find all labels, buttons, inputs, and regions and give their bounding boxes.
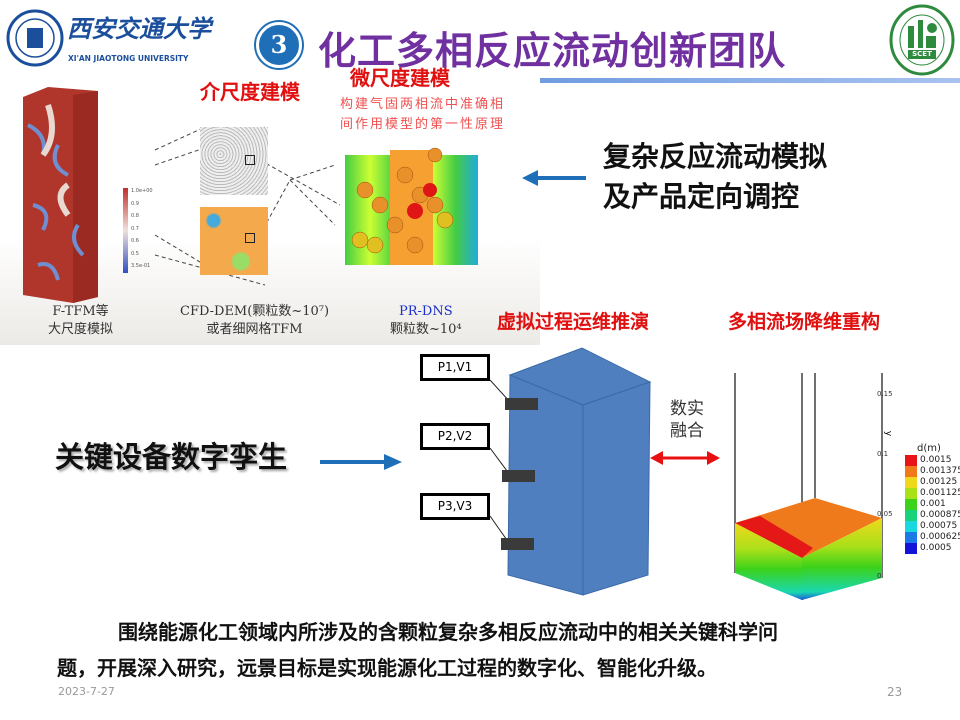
y-tick: 0.15 [877, 390, 893, 398]
bed-visualization [734, 373, 883, 600]
team-logo-text: SCET [908, 50, 936, 59]
team-logo-emblem-icon [889, 4, 955, 76]
legend-entry: 0.001 [905, 499, 960, 510]
micro-desc: 构建气固两相流中准确相间作用模型的第一性原理 [340, 95, 505, 135]
arrow-right-icon [320, 454, 402, 470]
arrow-left-icon [522, 170, 586, 186]
legend-entry: 0.000875 [905, 510, 960, 521]
caption-pr-dns: PR-DNS 颗粒数~10⁴ [390, 303, 462, 339]
simulation-goal-line2: 及产品定向调控 [603, 180, 800, 213]
micro-scale-label: 微尺度建模 [350, 66, 450, 90]
fusion-line1: 数实 [670, 399, 704, 419]
university-seal-icon [6, 9, 64, 67]
caption-pr-dns-line2: 颗粒数~10⁴ [390, 322, 462, 337]
legend-entry: 0.00075 [905, 521, 960, 532]
fusion-label: 数实融合 [670, 398, 704, 442]
summary-line-1: 围绕能源化工领域内所涉及的含颗粒复杂多相反应流动中的相关关键科学问 [118, 620, 778, 644]
reactor-tower [489, 347, 652, 596]
plot-legend: d(m) 0.0015 0.001375 0.00125 0.001125 0.… [905, 442, 960, 554]
colorbar-tick: 0.6 [131, 238, 139, 244]
caption-ftfm-line2: 大尺度模拟 [48, 322, 114, 337]
team-logo: SCET [888, 4, 956, 76]
digital-twin-label: 关键设备数字孪生 [55, 440, 288, 474]
reconstruct-label: 多相流场降维重构 [728, 311, 881, 333]
legend-entry: 0.001375 [905, 466, 960, 477]
sensor-box-3: P3,V3 [420, 493, 490, 520]
cfd-dem-particle-image [200, 127, 268, 195]
simulation-goal-text: 复杂反应流动模拟及产品定向调控 [603, 137, 827, 217]
meso-scale-label: 介尺度建模 [200, 80, 300, 104]
legend-entry: 0.001125 [905, 488, 960, 499]
y-tick: 0.05 [877, 510, 893, 518]
legend-entry: 0.0015 [905, 455, 960, 466]
header-divider [530, 78, 960, 83]
colorbar-tick: 0.7 [131, 225, 139, 232]
caption-cfd-dem-line2: 或者细网格TFM [206, 322, 303, 337]
plot-y-axis-label: y [883, 430, 894, 437]
caption-ftfm: F-TFM等大尺度模拟 [48, 303, 113, 339]
colorbar-tick: 0.5 [131, 250, 139, 257]
sensor-box-2: P2,V2 [420, 423, 490, 450]
simulation-goal-line1: 复杂反应流动模拟 [603, 140, 828, 173]
caption-ftfm-line1: F-TFM等 [52, 304, 109, 319]
legend-title: d(m) [917, 443, 941, 454]
university-name-en: XI'AN JIAOTONG UNIVERSITY [68, 54, 189, 63]
legend-entry: 0.0005 [905, 543, 960, 554]
page-title: 化工多相反应流动创新团队 [318, 29, 787, 73]
double-arrow-icon [650, 451, 720, 465]
legend-entry: 0.00125 [905, 477, 960, 488]
section-number-badge: 3 [256, 22, 302, 68]
pr-dns-image [345, 145, 480, 270]
university-name-cn: 西安交通大学 [67, 14, 211, 43]
flow-field-plot: 0.15 0.1 0.05 0 y d(m) 0.0015 0.001375 0… [725, 368, 960, 603]
y-tick: 0 [877, 572, 882, 580]
y-tick: 0.1 [877, 450, 889, 458]
caption-cfd-dem-line1: CFD-DEM(颗粒数~10⁷) [180, 304, 330, 319]
fusion-line2: 融合 [670, 421, 704, 441]
colorbar-tick: 0.8 [131, 213, 139, 219]
virtual-process-label: 虚拟过程运维推演 [497, 311, 650, 333]
micro-desc-line1: 构建气固两相流中准确相 [340, 97, 506, 112]
colorbar [123, 188, 128, 273]
tfm-field-image [200, 207, 268, 275]
colorbar-tick: 1.0e+00 [131, 188, 153, 194]
legend-entry: 0.000625 [905, 532, 960, 543]
colorbar-tick: 3.5e-01 [131, 263, 151, 269]
colorbar-ticks: 1.0e+00 0.9 0.8 0.7 0.6 0.5 3.5e-01 [131, 185, 153, 273]
micro-desc-line2: 间作用模型的第一性原理 [340, 117, 506, 132]
caption-pr-dns-line1: PR-DNS [399, 304, 453, 319]
sensor-box-1: P1,V1 [420, 354, 490, 381]
colorbar-tick: 0.9 [131, 200, 139, 207]
slide-number: 23 [887, 685, 903, 699]
summary-line-2: 题，开展深入研究，远景目标是实现能源化工过程的数字化、智能化升级。 [57, 656, 717, 680]
slide-date: 2023-7-27 [58, 685, 115, 698]
caption-cfd-dem: CFD-DEM(颗粒数~10⁷) 或者细网格TFM [180, 303, 329, 339]
simulation-figure: 1.0e+00 0.9 0.8 0.7 0.6 0.5 3.5e-01 F-TFM等大尺度模… [0, 75, 540, 345]
sensor-markers [501, 398, 538, 550]
ftfm-column-image [23, 87, 98, 303]
university-logo: 西安交通大学 XI'AN JIAOTONG UNIVERSITY [5, 8, 211, 70]
